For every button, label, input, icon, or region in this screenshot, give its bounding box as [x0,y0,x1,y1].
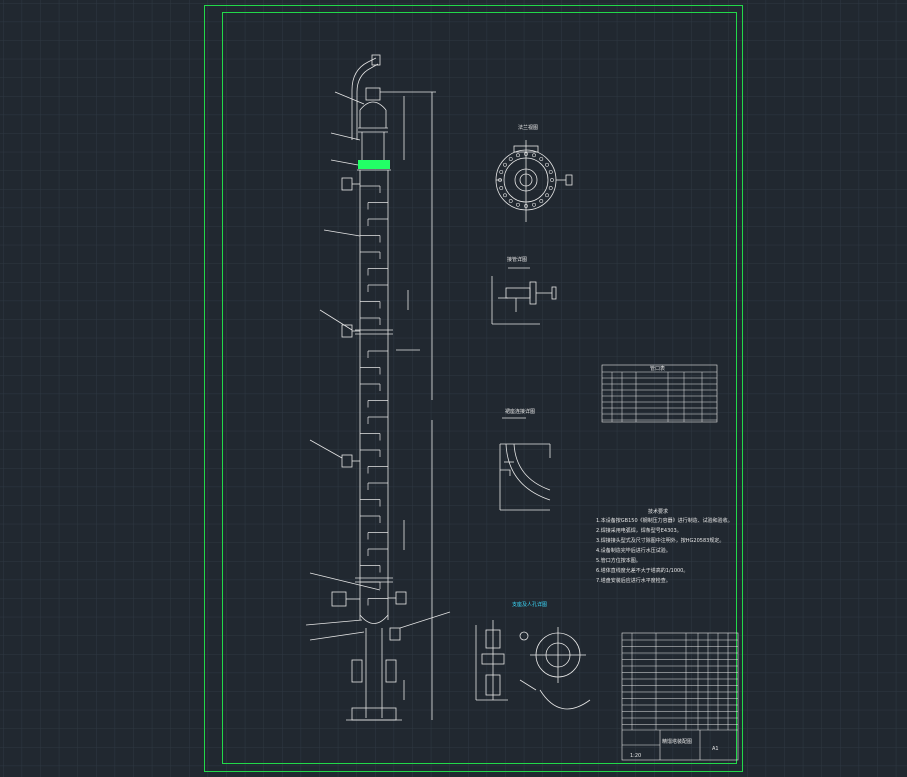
nozzle-detail-title: 接管详图 [507,256,527,263]
bolt-hole [524,204,528,208]
tech-note: 4.设备制造完毕后进行水压试验。 [596,547,671,554]
title-block-name: 精馏塔装配图 [662,738,692,745]
nozzle-detail [491,267,557,325]
title-block [622,729,738,760]
flange-view-title: 法兰视图 [518,124,538,131]
bolt-hole [550,178,554,182]
skirt-detail [499,417,551,511]
bolt-hole [508,157,513,161]
bolt-hole [503,162,507,167]
support-detail-title: 支座及人孔详图 [512,601,547,608]
inner-frame [222,12,737,764]
tech-note: 7.塔盘安装后应进行水平度检查。 [596,577,671,584]
parts-list-grid [622,633,738,730]
title-block-sheet: A1 [712,746,719,752]
tech-note: 1.本设备按GB150《钢制压力容器》进行制造、试验和验收。 [596,517,733,524]
bolt-hole [516,153,520,158]
tech-requirements: 1.本设备按GB150《钢制压力容器》进行制造、试验和验收。 2.焊接采用电弧焊，… [596,517,733,584]
column-trays [360,185,388,606]
bolt-hole [548,170,553,174]
tech-note: 2.焊接采用电弧焊，焊条型号E4303。 [596,527,682,534]
tower-elevation [305,54,451,721]
bolt-hole [532,153,536,158]
flange-bolt-holes [498,152,554,208]
bolt-hole [499,186,504,190]
nozzle-table-grid [602,372,717,422]
tech-note: 6.塔体直线度允差不大于塔高的1/1000。 [596,567,688,574]
bolt-hole [532,202,536,207]
nozzle-table [601,364,718,423]
bolt-hole [548,186,553,190]
bolt-hole [499,170,504,174]
bolt-hole [503,193,507,198]
nozzle-table-title: 管口表 [650,365,665,372]
parts-list [621,632,739,761]
support-detail [475,620,591,710]
title-block-scale: 1:20 [630,753,641,759]
bolt-hole [524,152,528,156]
bolt-hole [545,162,549,167]
flange-view [495,140,573,222]
highlight-band [358,160,390,169]
bolt-hole [516,202,520,207]
bolt-hole [545,193,549,198]
tech-requirements-title: 技术要求 [648,508,668,515]
outer-frame [204,5,743,772]
tech-note: 3.焊接接头型式及尺寸除图中注明外，按HG20583规定。 [596,537,724,544]
bolt-hole [498,178,502,182]
bolt-hole [508,199,513,203]
tech-note: 5.管口方位按本图。 [596,557,641,564]
bolt-hole [539,199,544,203]
bolt-hole [539,157,544,161]
skirt-detail-title: 裙座连接详图 [505,408,535,415]
